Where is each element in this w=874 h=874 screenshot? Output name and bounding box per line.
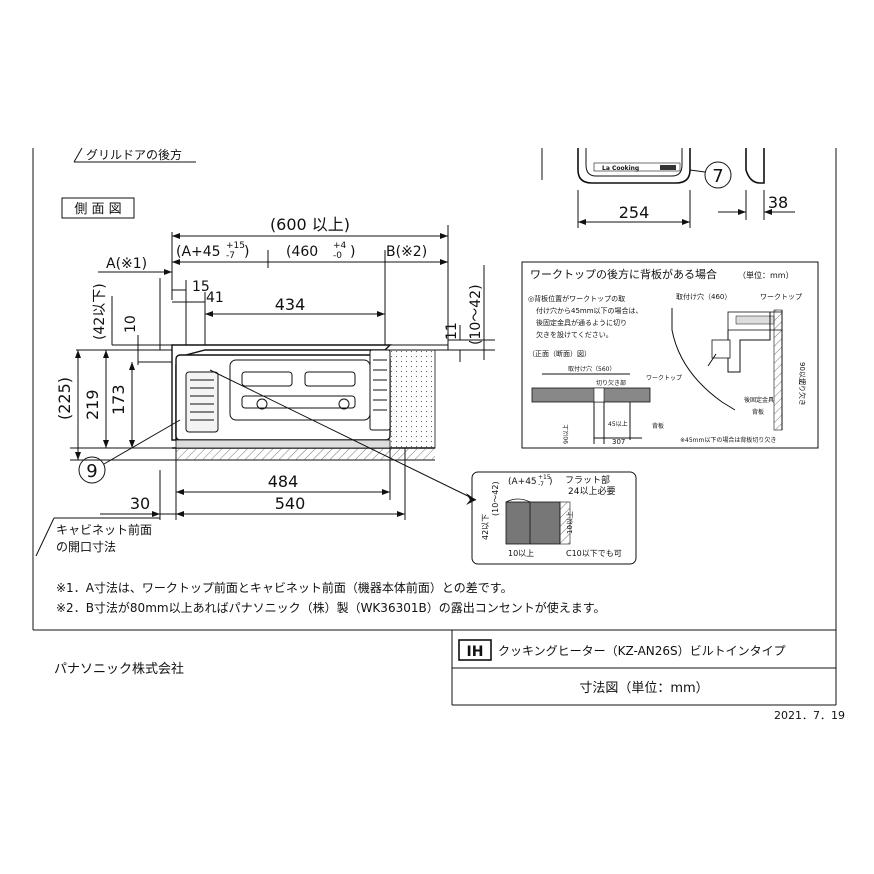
drawing-type: 寸法図（単位：mm）: [579, 680, 708, 696]
detail-leader-arrow: [466, 493, 476, 505]
company-name: パナソニック株式会社: [54, 661, 184, 677]
dim-15: 15: [192, 279, 210, 295]
inset-90-right: 90以上: [798, 362, 807, 385]
dim-38: 38: [768, 193, 788, 212]
detail-42: 42以下: [481, 514, 490, 540]
dim-460-tol-upper: +4: [333, 241, 347, 251]
dim-219: 219: [83, 389, 102, 420]
dim-460-tol-lower: -0: [333, 251, 342, 261]
title-block: IH クッキングヒーター（KZ-AN26S）ビルトインタイプ 寸法図（単位：mm…: [451, 630, 836, 706]
appliance-body: [171, 344, 392, 449]
inset-note-2: 付け穴から45mm以下の場合は、: [536, 306, 643, 315]
detail-a-tol2: -7: [538, 481, 544, 488]
inset-note-3: 後固定金具が通るように切り: [536, 318, 627, 327]
inset-title: ワークトップの後方に背板がある場合: [530, 267, 717, 281]
inset-notch-right: 切り欠き: [798, 378, 807, 406]
callout-7: 7: [712, 166, 723, 187]
dim-a-prefix: (A+45: [176, 244, 221, 260]
inset-footnote: ※45mm以下の場合は背板切り欠き: [680, 436, 776, 444]
dim-10: 10: [123, 315, 139, 333]
dim-225: (225): [55, 377, 74, 420]
detail-leader: [209, 369, 477, 501]
dim-b: B(※2): [386, 244, 427, 260]
dim-a-suffix: ): [244, 244, 249, 260]
top-dimensions: (600 以上) (A+45 +15 -7 ) (460 +4 -0 ) B(※…: [98, 215, 449, 350]
dim-600: (600 以上): [270, 215, 350, 234]
dim-11: 11: [444, 322, 460, 340]
cabinet-note-line1: キャビネット前面: [56, 522, 152, 537]
callout-9: 9: [86, 461, 97, 482]
detail-a-dim: (A+45: [508, 477, 537, 487]
ih-label: IH: [467, 644, 484, 660]
side-view-label-box: 側 面 図: [61, 197, 135, 219]
inset-hole-560: 取付け穴（560）: [568, 365, 615, 373]
inset-hole-label: 取付け穴（460）: [676, 292, 731, 301]
drawing-frame: [32, 148, 837, 705]
dim-434: 434: [275, 295, 306, 314]
dim-173: 173: [109, 384, 128, 415]
inset-307: 307: [612, 438, 625, 446]
detail-10-42: (10～42): [491, 481, 500, 516]
inset-front-section: （正面（断面）図）: [528, 349, 591, 358]
grill-door-text: グリルドアの後方: [86, 147, 182, 162]
left-dimensions: (42以下) 10 (225) 219 173: [55, 283, 176, 461]
detail-c10: C10以下でも可: [566, 549, 622, 558]
inset-box: ワークトップの後方に背板がある場合 （単位：mm） ◎背板位置がワークトップの取…: [521, 261, 819, 449]
logo-text: La Cooking: [602, 165, 639, 172]
inset-backboard: 背板: [652, 422, 664, 430]
cabinet-front-note: キャビネット前面 の開口寸法: [35, 517, 160, 557]
note-2: ※2．B寸法が80mm以上あればパナソニック（株）製（WK36301B）の露出コ…: [56, 600, 606, 615]
product-name: クッキングヒーター（KZ-AN26S）ビルトインタイプ: [498, 644, 786, 658]
inset-worktop-label: ワークトップ: [760, 293, 802, 301]
detail-box: (A+45 +15 -7 ) フラット部 24以上必要 (10～42) 42以下…: [471, 471, 637, 565]
inset-worktop2: ワークトップ: [646, 375, 682, 382]
side-view-label: 側 面 図: [74, 202, 121, 217]
inset-fixing: 後固定金具: [744, 396, 774, 404]
grill-door-note: グリルドアの後方: [73, 147, 196, 163]
detail-flat-1: フラット部: [565, 474, 610, 486]
dim-a-tol-upper: +15: [226, 241, 245, 251]
bottom-dimensions: 484 30 540: [100, 448, 406, 520]
detail-10-bottom: 10以上: [508, 549, 534, 558]
detail-a-tol: +15: [538, 474, 551, 481]
detail-a-close: ): [549, 477, 553, 487]
inset-backboard-right: 背板: [752, 408, 764, 416]
callout-9-group: 9: [78, 419, 181, 484]
note-1: ※1．A寸法は、ワークトップ前面とキャビネット前面（機器本体前面）との差です。: [56, 580, 513, 595]
detail-flat-2: 24以上必要: [568, 485, 615, 497]
inset-90-left: 90以上: [562, 424, 570, 444]
cabinet-note-line2: の開口寸法: [56, 540, 116, 554]
dim-460-prefix: (460: [286, 244, 318, 260]
dim-42-below: (42以下): [92, 283, 108, 340]
top-view-fragment: La Cooking 254 7 38: [541, 148, 795, 228]
dim-30: 30: [130, 494, 150, 513]
dim-10-42: (10～42): [468, 284, 484, 345]
inset-unit: （単位：mm）: [738, 270, 794, 280]
drawing-date: 2021．7．19: [774, 709, 845, 722]
dim-484: 484: [268, 472, 299, 491]
inset-note-4: 欠きを設けてください。: [536, 330, 613, 339]
inset-notch-label: 切り欠き部: [596, 379, 626, 387]
dim-41: 41: [206, 290, 224, 306]
inset-note-1: ◎背板位置がワークトップの取: [528, 294, 625, 303]
dim-a-left: A(※1): [106, 256, 147, 272]
dim-254: 254: [619, 203, 650, 222]
right-dimensions: 11 (10～42): [444, 265, 495, 362]
inset-45: 45以上: [608, 420, 628, 428]
dim-a-tol-lower: -7: [226, 251, 235, 261]
dim-540: 540: [275, 494, 306, 513]
dim-460-suffix: ): [350, 244, 355, 260]
detail-10-side: 10以上: [565, 511, 574, 534]
